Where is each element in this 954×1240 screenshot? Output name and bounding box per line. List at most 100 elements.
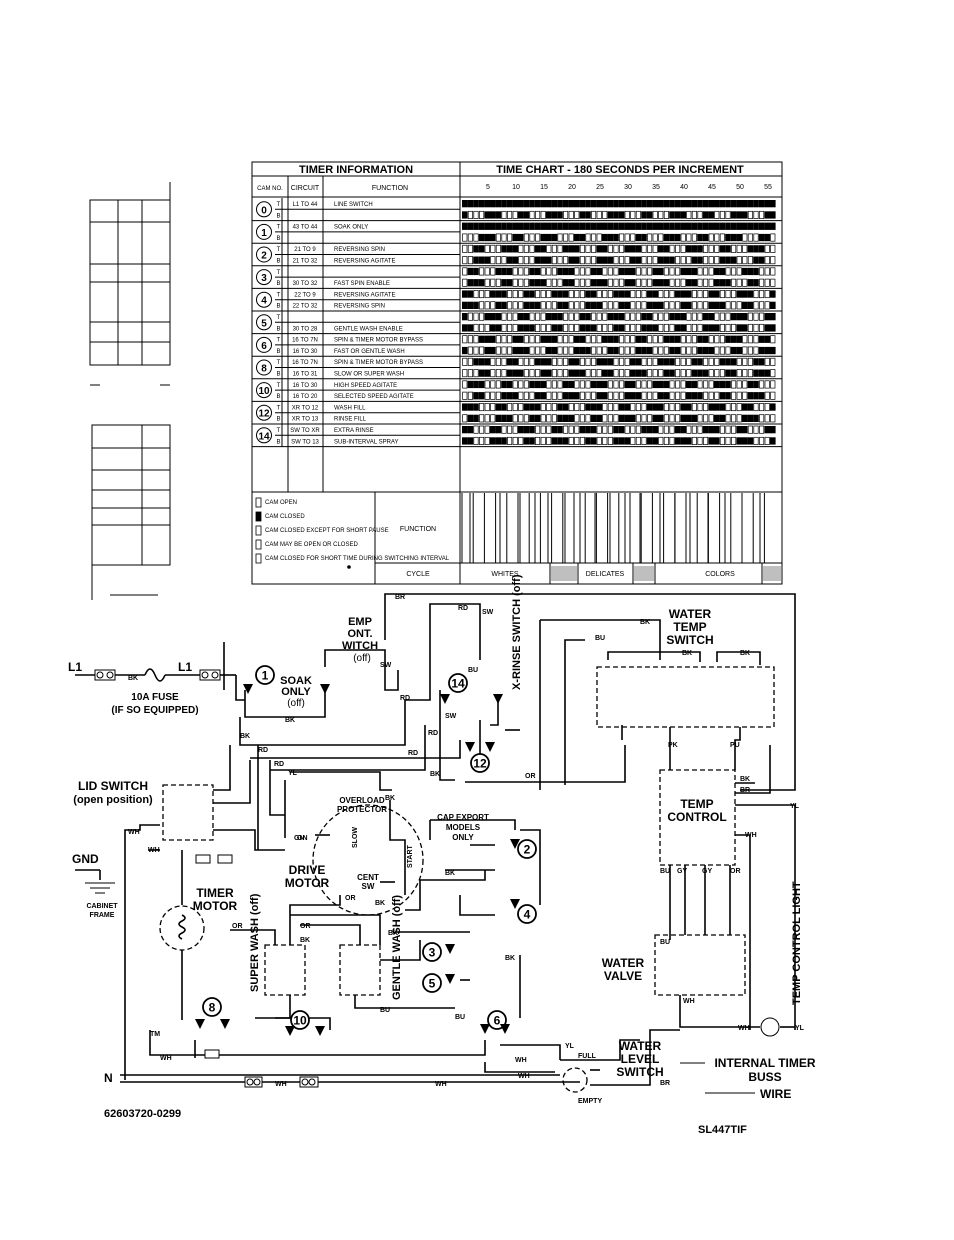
time-cell-closed <box>529 279 535 287</box>
cam-function: GENTLE WASH ENABLE <box>334 326 403 332</box>
time-cell-closed <box>736 200 742 208</box>
time-cell-closed <box>646 200 653 208</box>
water-temp-label-3: SWITCH <box>666 633 713 647</box>
time-cell-open <box>663 312 669 321</box>
time-cell-open <box>535 436 541 445</box>
time-cell-closed <box>534 222 541 230</box>
time-cell-closed <box>635 256 642 264</box>
time-cell-open <box>529 391 535 400</box>
time-cell-closed <box>495 313 502 321</box>
time-cell-closed <box>641 211 647 219</box>
time-cell-closed <box>652 324 658 332</box>
time-cell-open <box>596 346 602 355</box>
cam-1-circle <box>255 665 275 685</box>
time-cell-closed <box>478 335 485 343</box>
time-cell-open <box>703 256 709 265</box>
time-cell-open <box>585 357 591 366</box>
time-cell-open <box>742 391 748 400</box>
time-cell-closed <box>618 324 625 332</box>
time-cell-open <box>613 369 619 378</box>
time-cell-open <box>647 357 653 366</box>
time-cell-open <box>523 256 529 265</box>
time-cell-open <box>479 425 485 434</box>
time-cell-closed <box>686 222 692 230</box>
time-cell-open <box>691 312 697 321</box>
time-cell-open <box>764 403 770 412</box>
legend-item: CAM OPEN <box>265 500 297 506</box>
time-cell-open <box>596 323 602 332</box>
time-cell-closed <box>758 346 765 355</box>
time-cell-open <box>507 301 513 310</box>
time-cell-open <box>607 301 613 310</box>
time-cell-closed <box>596 414 602 422</box>
cam-circuit: 22 TO 32 <box>293 304 318 310</box>
time-cell-closed <box>540 358 546 366</box>
cam-tb: T <box>277 270 281 276</box>
time-cell-closed <box>495 403 502 411</box>
time-cell-open <box>557 278 563 287</box>
time-cell-open <box>747 346 753 355</box>
time-cell-closed <box>646 437 653 445</box>
time-cell-open <box>725 425 731 434</box>
time-cell-closed <box>568 369 574 377</box>
time-cell-closed <box>490 233 496 242</box>
time-cell-closed <box>630 267 636 276</box>
time-cell-closed <box>770 211 776 219</box>
time-cell-closed <box>523 437 530 445</box>
time-cell-closed <box>596 380 602 389</box>
time-cell-closed <box>719 414 726 422</box>
time-cell-closed <box>602 256 608 264</box>
time-cell-open <box>529 346 535 355</box>
time-cell-open <box>624 425 630 434</box>
time-cell-open <box>602 346 608 355</box>
time-cell-open <box>462 357 468 366</box>
time-cell-closed <box>680 290 686 298</box>
time-cell-closed <box>747 380 754 389</box>
time-cell-open <box>479 267 485 276</box>
time-cell-open <box>607 244 613 253</box>
time-cell-open <box>523 380 529 389</box>
time-cell-closed <box>613 211 619 219</box>
time-cell-closed <box>702 346 709 355</box>
time-cell-closed <box>568 267 574 276</box>
time-cell-open <box>540 301 546 310</box>
time-cell-open <box>467 346 473 355</box>
time-cell-open <box>462 256 468 265</box>
time-cell-open <box>579 414 585 423</box>
time-cell-open <box>658 335 664 344</box>
time-cell-closed <box>501 267 507 276</box>
time-cell-closed <box>495 211 502 219</box>
time-cell-open <box>658 346 664 355</box>
time-cell-closed <box>714 301 720 309</box>
cam-circuit: 16 TO 20 <box>293 394 318 400</box>
time-cell-open <box>563 323 569 332</box>
time-cell-open <box>563 346 569 355</box>
time-cell-closed <box>764 313 770 321</box>
time-cell-closed <box>758 256 765 264</box>
time-cell-open <box>602 403 608 412</box>
time-cell-open <box>680 244 686 253</box>
time-cell-open <box>669 323 675 332</box>
part-number: 62603720-0299 <box>104 1108 181 1120</box>
time-cell-closed <box>708 437 714 445</box>
time-cell-open <box>647 233 653 242</box>
time-cell-open <box>540 403 546 412</box>
time-cell-closed <box>770 290 776 298</box>
time-cell-closed <box>719 301 726 309</box>
time-cell-open <box>613 244 619 253</box>
time-cell-open <box>770 391 776 400</box>
time-cell-closed <box>473 245 479 253</box>
time-cell-closed <box>618 437 625 445</box>
water-valve-label-2: VALVE <box>604 969 642 983</box>
time-cell-closed <box>630 279 636 287</box>
schematic-labels: L1 L1 10A FUSE (IF SO EQUIPPED) SOAK ONL… <box>68 574 816 1105</box>
time-cell-closed <box>501 414 507 422</box>
time-cell-open <box>607 414 613 423</box>
time-cell-closed <box>764 233 770 242</box>
wire-color-or: OR <box>525 773 536 780</box>
time-cell-closed <box>546 369 552 377</box>
time-cell-open <box>591 233 597 242</box>
time-cell-closed <box>736 437 742 445</box>
time-cell-closed <box>495 426 502 434</box>
